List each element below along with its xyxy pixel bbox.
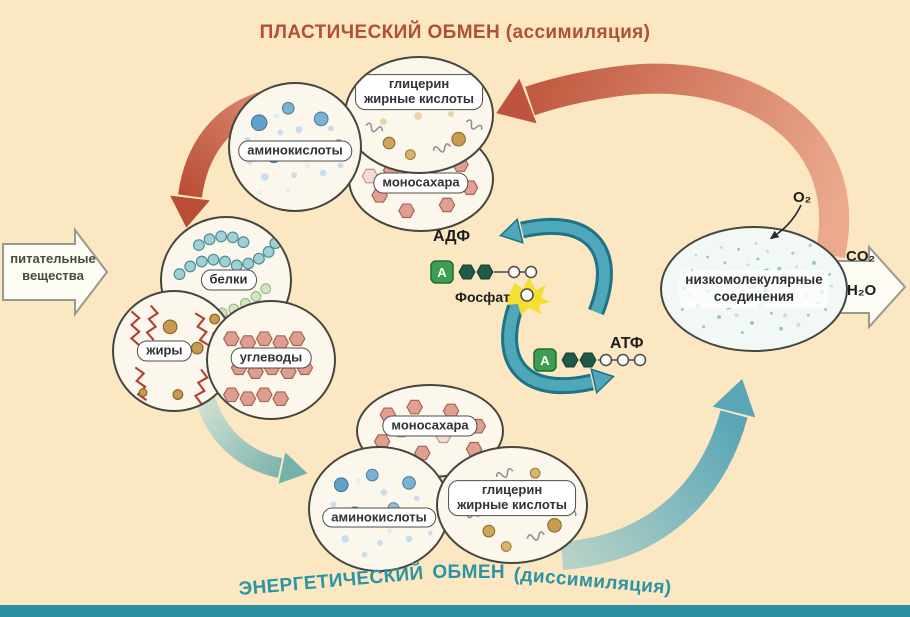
bubble-label: глицерин жирные кислоты (448, 480, 576, 517)
bubble-label: низкомолекулярные соединения (679, 270, 829, 308)
h2o-label: H₂O (847, 282, 877, 299)
dissimilation-arrow (560, 379, 756, 570)
bubble-label-line: жирные кислоты (457, 497, 567, 513)
bubble-amino-acids-top: аминокислоты (228, 82, 362, 212)
bubble-label: аминокислоты (238, 140, 352, 162)
bubble-label-line: низкомолекулярные (685, 272, 823, 288)
bottom-accent-bar (0, 605, 910, 617)
dissimilation-title: ЭНЕРГЕТИЧЕСКИЙ ОБМЕН (диссимиляция) (0, 562, 910, 600)
bubble-low-molecular-compounds: низкомолекулярные соединения (660, 226, 848, 352)
dissimilation-title-part: ОБМЕН (432, 562, 506, 583)
assimilation-title: ПЛАСТИЧЕСКИЙ ОБМЕН (ассимиляция) (259, 22, 651, 43)
adenine-letter: А (437, 265, 447, 280)
adp-molecule-icon: А (430, 260, 538, 284)
atp-adp-cycle-arrows-icon (499, 217, 615, 395)
phosphate-molecule-icon (520, 288, 534, 302)
atp-label: АТФ (610, 335, 644, 352)
bubble-label: жиры (137, 340, 192, 362)
adp-label: АДФ (433, 228, 470, 245)
o2-label: O₂ (793, 189, 812, 206)
bubble-label-line: соединения (713, 289, 795, 304)
bubble-label-line: жирные кислоты (364, 91, 474, 107)
bubble-carbohydrates: углеводы (206, 300, 336, 420)
oxygen-input-arrow-icon (769, 204, 802, 240)
dissimilation-arrow-short (194, 391, 308, 484)
nutrients-input-label: питательные вещества (5, 251, 101, 285)
co2-label: CO₂ (846, 248, 876, 265)
bubble-label: глицерин жирные кислоты (355, 74, 483, 111)
atp-molecule-icon: А (533, 348, 647, 372)
phosphate-label: Фосфат (455, 289, 510, 305)
nutrients-input-line: вещества (22, 267, 84, 283)
bubble-label: углеводы (230, 347, 312, 369)
nutrients-input-arrow (2, 227, 109, 317)
nutrients-input-line: питательные (10, 251, 96, 266)
bubble-glycerin-fatty-acids-top: глицерин жирные кислоты (344, 56, 494, 174)
bubble-label-line: глицерин (388, 76, 450, 92)
assimilation-arrow (496, 63, 850, 259)
adenine-letter: А (540, 353, 550, 368)
bubble-label: моносахара (382, 415, 478, 437)
bubble-amino-acids-bottom: аминокислоты (308, 446, 450, 572)
bubble-label-line: глицерин (481, 482, 543, 498)
bubble-glycerin-fatty-acids-bottom: глицерин жирные кислоты (436, 446, 588, 564)
bubble-label: белки (200, 269, 257, 291)
bubble-label: аминокислоты (322, 507, 436, 528)
